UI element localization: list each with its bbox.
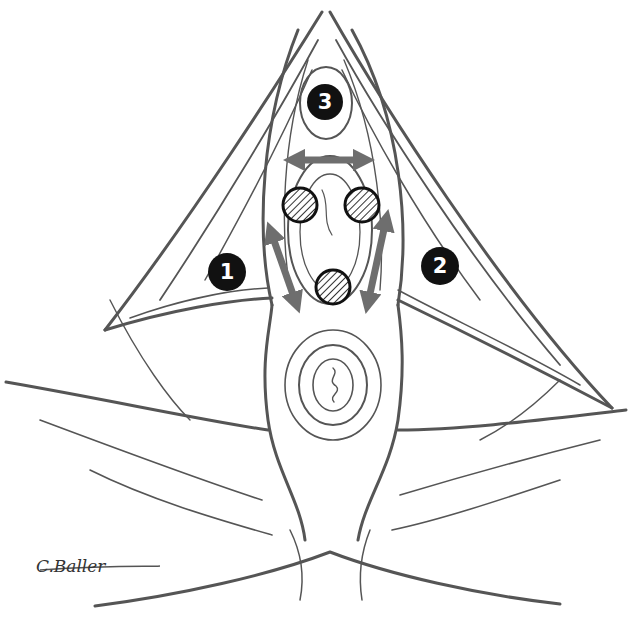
- callout-text: 1: [220, 262, 235, 283]
- signature: C.Baller: [36, 556, 106, 576]
- callout-text: 2: [433, 256, 448, 277]
- callout-number: 2: [421, 247, 459, 285]
- callout-text: 3: [318, 92, 333, 113]
- callout-number: 3: [307, 84, 343, 120]
- callout-number: 1: [208, 253, 246, 291]
